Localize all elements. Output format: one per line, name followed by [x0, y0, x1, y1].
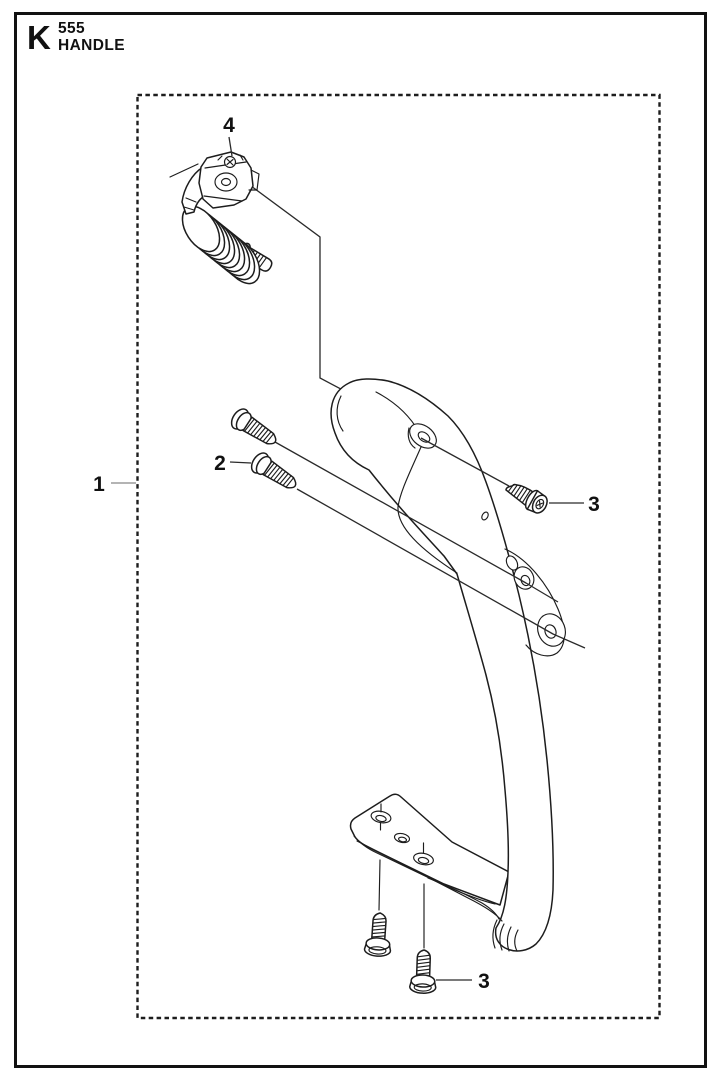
- screw-axis-upper-a: [379, 803, 382, 831]
- leader-long-screw-1: [274, 441, 559, 603]
- leader-torx-screw-right: [420, 437, 510, 487]
- part-handle-tube: [330, 378, 566, 952]
- leader-callout-2: [229, 461, 252, 464]
- page-header: K 555 HANDLE: [27, 19, 125, 56]
- leader-lines: [274, 437, 586, 649]
- callout-1: 1: [93, 473, 105, 496]
- callouts: 1 2 3 3 4: [93, 114, 600, 993]
- leader-long-screw-2: [296, 488, 586, 649]
- part-torx-screw-bottom-right: [409, 949, 437, 994]
- loop-inner-edge-bottom: [397, 446, 458, 574]
- screw-axis-lower-a: [378, 859, 381, 911]
- assembly-boundary-dashed-box: [136, 93, 661, 1020]
- leader-callout-4: [228, 136, 233, 157]
- model-number: 555: [58, 20, 85, 37]
- wire-stub: [169, 163, 199, 178]
- callout-4: 4: [223, 114, 235, 137]
- part-vibration-spring-unit: [169, 151, 273, 285]
- part-handle-bracket-plate: [349, 793, 510, 906]
- part-long-screw-1: [230, 408, 277, 445]
- callout-3-right: 3: [588, 493, 600, 516]
- part-torx-screw-right: [505, 483, 548, 514]
- callout-3-bottom: 3: [478, 970, 490, 993]
- callout-2: 2: [214, 452, 226, 475]
- handle-bottom-end: [356, 840, 519, 952]
- page-border: [14, 12, 707, 1068]
- section-title: HANDLE: [58, 37, 125, 54]
- coil-spring: [181, 205, 261, 285]
- section-letter: K: [27, 19, 51, 56]
- loop-end-cap-line: [336, 395, 344, 432]
- surface-dimple: [481, 511, 489, 521]
- part-torx-screw-bottom-left: [363, 912, 392, 957]
- part-long-screw-2: [250, 452, 297, 489]
